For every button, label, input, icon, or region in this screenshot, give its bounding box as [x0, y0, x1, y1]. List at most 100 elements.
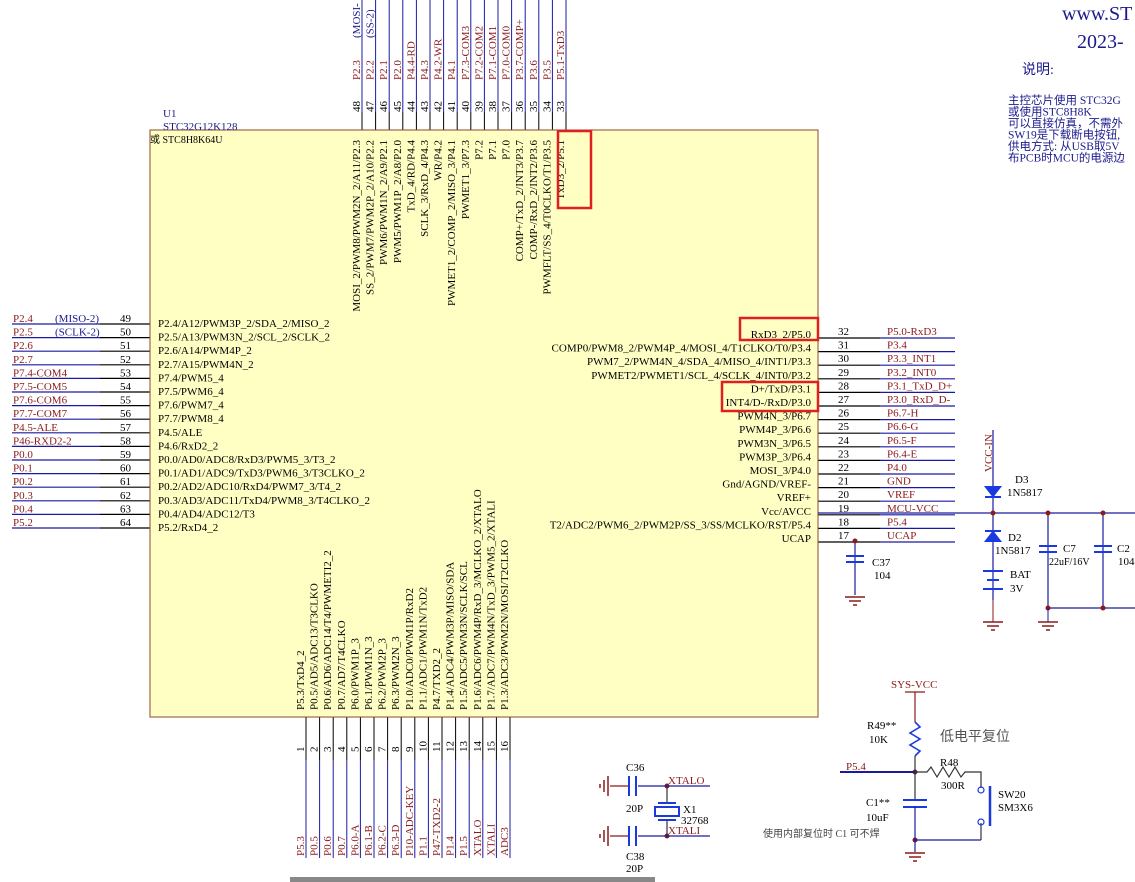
pin-number: 64 [120, 517, 132, 529]
crystal-parts [628, 776, 680, 846]
net-label: P2.7 [13, 354, 33, 366]
pin-number: 51 [120, 340, 131, 352]
net-label: VREF [887, 489, 915, 501]
pin-number: 34 [541, 101, 553, 113]
pin-function: P2.4/A12/PWM3P_2/SDA_2/MISO_2 [158, 318, 329, 330]
pin-number: 6 [363, 746, 375, 752]
pin-function: UCAP [782, 533, 811, 545]
pin-number: 18 [838, 516, 850, 528]
net-label: P7.6-COM6 [13, 395, 68, 407]
pin-function: P0.0/AD0/ADC8/RxD3/PWM5_3/T3_2 [158, 454, 336, 466]
pin-function: PWM7_2/PWM4N_4/SDA_4/MISO_4/INT1/P3.3 [587, 356, 811, 368]
net-label: UCAP [887, 530, 916, 542]
pin-number: 58 [120, 435, 132, 447]
net-label: P5.0-RxD3 [887, 326, 937, 338]
r49-ref: R49** [867, 720, 896, 732]
d3-ref: D3 [1015, 474, 1029, 486]
c2-value: 104 [1118, 556, 1135, 568]
net-label: P4.4-RD [405, 41, 417, 80]
pin-number: 57 [120, 422, 132, 434]
d2-ref: D2 [1008, 532, 1021, 544]
bat-ref: BAT [1010, 569, 1031, 581]
pin-function: PWMET1_3/P7.3 [460, 140, 472, 220]
pin-function: Gnd/AGND/VREF- [722, 479, 811, 491]
pin-number: 27 [838, 394, 850, 406]
pin-number: 12 [445, 741, 457, 752]
pin-function: T2/ADC2/PWM6_2/PWM2P/SS_3/SS/MCLKO/RST/P… [550, 519, 812, 531]
scrollbar[interactable] [290, 877, 655, 882]
pin-number: 17 [838, 530, 850, 542]
pin-function: P4.7/TXD2_2 [431, 648, 443, 710]
pin-function: P0.4/AD4/ADC12/T3 [158, 508, 255, 520]
c37-ref: C37 [872, 557, 891, 569]
pin-function: P0.3/AD3/ADC11/TxD4/PWM8_3/T4CLKO_2 [158, 495, 370, 507]
reset-title: 低电平复位 [940, 728, 1010, 745]
pin-note: (MOSI- [351, 3, 363, 38]
pin-number: 44 [405, 101, 417, 113]
highlight-box [556, 129, 593, 210]
pin-function: P2.6/A14/PWM4P_2 [158, 345, 252, 357]
pin-function: P1.3/ADC3/PWM2N/MOSI/T2CLKO [499, 540, 511, 710]
net-label: P7.0-COM0 [501, 25, 513, 80]
net-label: P47-TXD2-2 [431, 798, 443, 856]
c38-value: 20P [626, 863, 643, 875]
c36-ref: C36 [626, 762, 645, 774]
net-label: P7.2-COM2 [473, 26, 485, 80]
pin-number: 50 [120, 327, 132, 339]
net-label: P7.3-COM3 [460, 25, 472, 80]
pin-number: 39 [473, 101, 485, 113]
note-line: 或使用STC8H8K [1008, 105, 1092, 119]
note-line: 主控芯片使用 STC32G [1008, 93, 1121, 107]
pin-number: 25 [838, 421, 850, 433]
net-label: ADC3 [499, 827, 511, 856]
net-label: P4.3 [419, 60, 431, 80]
c1-value: 10uF [866, 812, 889, 824]
pin-number: 59 [120, 449, 132, 461]
chip-pins: 48P2.3(MOSI-MOSI_2/PWM8/PWM2N_2/A11/P2.3… [13, 3, 952, 856]
r48-ref: R48 [940, 757, 959, 769]
pin-number: 63 [120, 503, 132, 515]
pin-function: P0.6/AD6/ADC14/T4/PWMETI2_2 [322, 550, 334, 710]
net-label: P0.0 [13, 449, 33, 461]
pin-number: 10 [417, 741, 429, 753]
pin-number: 32 [838, 326, 849, 338]
net-label: XTALI [485, 824, 497, 856]
pin-function: P0.7/AD7/T4CLKO [336, 620, 348, 710]
sys-vcc-label: SYS-VCC [891, 679, 937, 691]
pin-function: COMP+/TxD_2/INT3/P3.7 [514, 140, 526, 262]
net-label: P4.0 [887, 462, 907, 474]
pin-number: 23 [838, 448, 850, 460]
date: 2023- [1077, 31, 1124, 53]
pin-number: 8 [390, 746, 402, 752]
pin-function: PWM6/PWM1N_2/A9/P2.1 [378, 140, 390, 265]
pin-number: 1 [295, 747, 307, 753]
pin-number: 30 [838, 353, 850, 365]
net-label: P6.3-D [390, 824, 402, 856]
pin-function: PWM4N_3/P6.7 [737, 411, 811, 423]
highlight-box [720, 380, 820, 413]
net-label: P0.1 [13, 463, 33, 475]
c2-ref: C2 [1117, 543, 1130, 555]
pin-number: 54 [120, 381, 132, 393]
net-label: P5.1-TxD3 [555, 30, 567, 80]
pin-number: 11 [431, 741, 443, 752]
pin-number: 4 [336, 746, 348, 752]
pin-function: P0.1/AD1/ADC9/TxD3/PWM6_3/T3CLKO_2 [158, 468, 365, 480]
net-label: P7.1-COM1 [487, 26, 499, 80]
net-label: P6.4-E [887, 448, 918, 460]
r48-value: 300R [941, 780, 966, 792]
diode-d3 [983, 486, 1003, 498]
d3-part: 1N5817 [1007, 487, 1043, 499]
pin-function: P7.1 [487, 140, 499, 160]
net-label: P0.3 [13, 490, 33, 502]
pin-number: 43 [419, 101, 431, 113]
pin-number: 35 [528, 101, 540, 113]
pin-number: 40 [460, 101, 472, 113]
net-label: P0.6 [322, 836, 334, 856]
pin-number: 20 [838, 489, 850, 501]
pin-function: P7.7/PWM8_4 [158, 413, 224, 425]
pin-number: 22 [838, 462, 849, 474]
net-label: P0.5 [309, 836, 321, 856]
pin-function: INT4/D-/RxD/P3.0 [726, 397, 812, 409]
d2-part: 1N5817 [995, 545, 1031, 557]
